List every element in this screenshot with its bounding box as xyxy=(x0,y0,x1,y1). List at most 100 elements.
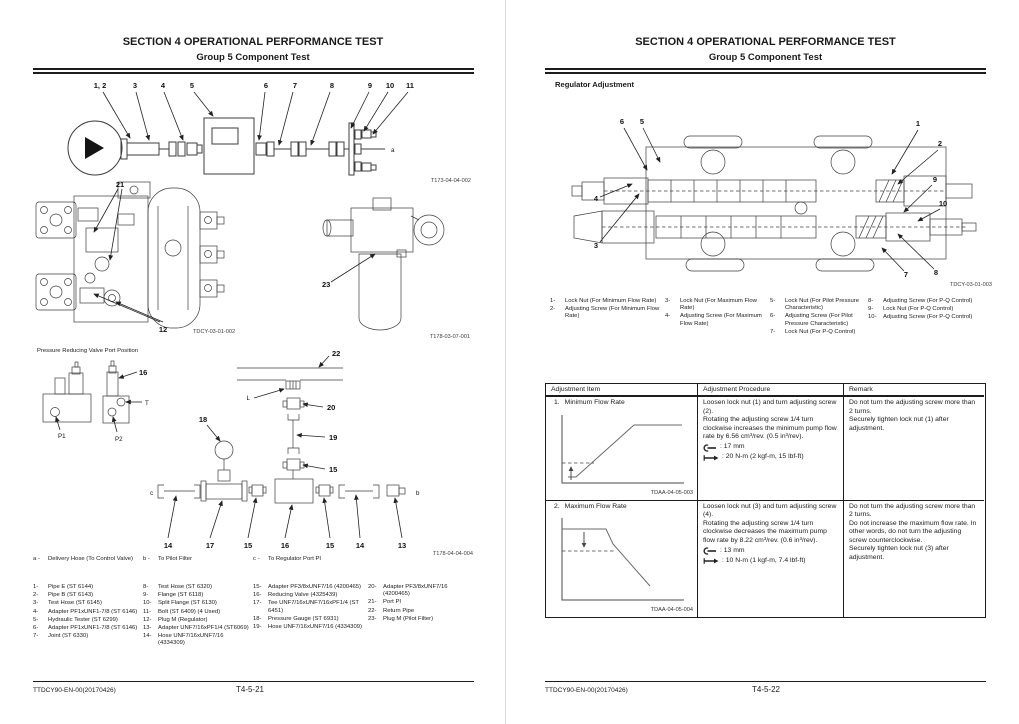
part-num: 3- xyxy=(33,600,39,607)
part-text: Adapter PF3/8xUNF7/16 (4200465) xyxy=(383,584,448,598)
part-num: 22- xyxy=(368,607,377,614)
parts-column-1: 1-Pipe E (ST 6144) 2-Pipe B (ST 6143) 3-… xyxy=(33,584,139,641)
legend-item: 8- Adjusting Screw (For P-Q Control) xyxy=(868,298,973,305)
legend-text: To Pilot Filter xyxy=(158,556,193,562)
part-text: Pressure Gauge (ST 6931) xyxy=(268,615,339,622)
callout-10: 10 xyxy=(386,81,394,90)
cell-procedure-min-flow: Loosen lock nut (1) and turn adjusting s… xyxy=(698,397,844,501)
page-subtitle: Group 5 Component Test xyxy=(196,52,310,63)
legend-a: a -Delivery Hose (To Control Valve) xyxy=(33,556,137,564)
port-a-label: a xyxy=(391,147,395,154)
legend-text: Adjusting Screw (For P-Q Control) xyxy=(883,298,973,304)
parts-item: 14- Hose UNF7/16xUNF7/16 (4334309) xyxy=(143,633,249,647)
legend-item: 1-Lock Nut (For Minimum Flow Rate) xyxy=(550,298,660,305)
regulator-legend-col1: 1-Lock Nut (For Minimum Flow Rate) 2- Adj… xyxy=(550,298,660,322)
part-text: Adapter PF1xUNF1-7/8 (ST 6146) xyxy=(48,625,138,632)
legend-num: 8- xyxy=(868,298,874,304)
callout-21: 21 xyxy=(116,180,124,189)
legend-item: 3-Lock Nut (For Maximum Flow Rate) xyxy=(665,298,765,312)
parts-item: 6-Adapter PF1xUNF1-7/8 (ST 6146) xyxy=(33,625,139,632)
part-num: 21- xyxy=(368,599,377,606)
torque-text: : 20 N-m (2 kgf-m, 15 lbf-ft) xyxy=(722,453,804,461)
part-num: 1- xyxy=(33,584,39,590)
legend-b: b -To Pilot Filter xyxy=(143,556,243,564)
legend-item: 5-Lock Nut (For Pilot Pressure Character… xyxy=(770,298,865,312)
torque-line: : 10 N-m (1 kgf-m, 7.4 lbf-ft) xyxy=(703,557,839,566)
parts-column-4: 20-Adapter PF3/8xUNF7/16 (4200465) 21-Po… xyxy=(368,584,473,624)
page-subtitle: Group 5 Component Test xyxy=(708,52,823,63)
procedure-text: Loosen lock nut (1) and turn adjusting s… xyxy=(703,399,837,441)
table-header-procedure: Adjustment Procedure xyxy=(698,384,844,397)
legend-num: 2- xyxy=(550,306,556,313)
item-number: 2. xyxy=(554,502,560,510)
figure-regulator-circuit: 22 L 20 19 15 18 c b 14 17 15 16 15 14 1… xyxy=(150,349,473,557)
part-text: Flange (ST 6118) xyxy=(158,592,204,599)
part-num: 11- xyxy=(143,608,152,615)
part-num: 14- xyxy=(143,633,152,640)
remark-text: Do not turn the adjusting screw more tha… xyxy=(849,502,977,561)
procedure-text: Loosen lock nut (3) and turn adjusting s… xyxy=(703,502,837,544)
parts-item: 5-Hydraulic Tester (ST 6299) xyxy=(33,617,139,624)
max-flow-chart xyxy=(561,518,684,601)
circuit-leaders xyxy=(167,355,403,539)
parts-item: 13-Adapter UNF7/16xPF1/4 (ST6069) xyxy=(143,625,249,632)
callout-17: 17 xyxy=(206,541,214,550)
ports-caption: Pressure Reducing Valve Port Position xyxy=(37,348,139,354)
page-title: SECTION 4 OPERATIONAL PERFORMANCE TEST xyxy=(635,36,896,48)
wrench-icon xyxy=(703,547,716,555)
wrench-size-text: : 17 mm xyxy=(720,443,745,451)
part-num: 20- xyxy=(368,584,377,590)
legend-text: Lock Nut (For P-Q Control) xyxy=(785,328,856,335)
parts-item: 4-Adapter PF1xUNF1-7/8 (ST 6146) xyxy=(33,609,139,616)
figure-tester-hookup: 1, 2 3 4 5 6 7 8 9 10 11 a T173-04-04-00… xyxy=(67,81,471,184)
callout-5: 5 xyxy=(640,117,644,126)
legend-text: Adjusting Screw (For P-Q Control) xyxy=(883,314,973,321)
callout-8: 8 xyxy=(934,268,938,277)
part-num: 19- xyxy=(253,624,262,631)
legend-num: 4- xyxy=(665,313,671,320)
figure-id: T173-04-04-002 xyxy=(431,178,471,184)
part-text: Joint (ST 6330) xyxy=(48,633,89,640)
callout-22: 22 xyxy=(332,349,340,358)
tester-hookup-drawing xyxy=(67,117,385,176)
callout-9: 9 xyxy=(368,81,372,90)
adjustment-item-title: 2. Maximum Flow Rate xyxy=(551,503,693,512)
regulator-leaders xyxy=(599,127,941,272)
table-header-item: Adjustment Item xyxy=(546,384,698,397)
callout-15-right: 15 xyxy=(326,541,334,550)
page-right: SECTION 4 OPERATIONAL PERFORMANCE TEST G… xyxy=(505,0,1019,724)
callout-3: 3 xyxy=(133,81,137,90)
callout-7: 7 xyxy=(293,81,297,90)
legend-text: Adjusting Screw (For Maximum Flow Rate) xyxy=(680,313,762,327)
legend-num: 9- xyxy=(868,306,874,313)
figure-pilot-filter: 23 T178-03-07-001 xyxy=(322,197,470,340)
part-text: Adapter PF1xUNF1-7/8 (ST 6146) xyxy=(48,608,138,615)
legend-text: Lock Nut (For Minimum Flow Rate) xyxy=(565,298,657,304)
legend-text: Delivery Hose (To Control Valve) xyxy=(48,556,134,562)
item-number: 1. xyxy=(554,399,560,406)
part-text: Adapter PF3/8xUNF7/16 (4200465) xyxy=(268,584,361,590)
part-num: 12- xyxy=(143,616,152,623)
parts-item: 23-Plug M (Pilot Filter) xyxy=(368,616,473,623)
footer-rule xyxy=(33,681,474,682)
part-text: Adapter UNF7/16xPF1/4 (ST6069) xyxy=(158,625,249,632)
footer-rule xyxy=(545,681,986,682)
part-num: 23- xyxy=(368,615,377,622)
part-text: Bolt (ST 6409) (4 Used) xyxy=(158,608,221,615)
figure-regulator-section: 6 5 1 2 9 10 4 3 7 8 TDCY-03-01-003 xyxy=(571,117,992,288)
part-text: Hose UNF7/16xUNF7/16 (4334309) xyxy=(158,633,224,647)
figure-id: T178-03-07-001 xyxy=(430,334,470,340)
wrench-size-line: : 17 mm xyxy=(703,443,839,452)
callout-11: 11 xyxy=(406,81,414,90)
callout-1-2: 1, 2 xyxy=(94,81,107,90)
parts-item: 3-Test Hose (ST 6145) xyxy=(33,600,139,607)
legend-text: Lock Nut (For P-Q Control) xyxy=(883,306,954,313)
legend-item: 4- Adjusting Screw (For Maximum Flow Rate… xyxy=(665,313,765,327)
figure-id: TDCY-03-01-002 xyxy=(193,329,235,335)
part-num: 15- xyxy=(253,584,262,590)
port-p2-label: P2 xyxy=(115,436,123,443)
parts-item: 18-Pressure Gauge (ST 6931) xyxy=(253,616,365,623)
legend-text: Adjusting Screw (For Minimum Flow Rate) xyxy=(565,306,660,320)
doc-id: TTDCY90-EN-00(20170426) xyxy=(545,687,628,694)
item-label: Minimum Flow Rate xyxy=(564,399,625,406)
